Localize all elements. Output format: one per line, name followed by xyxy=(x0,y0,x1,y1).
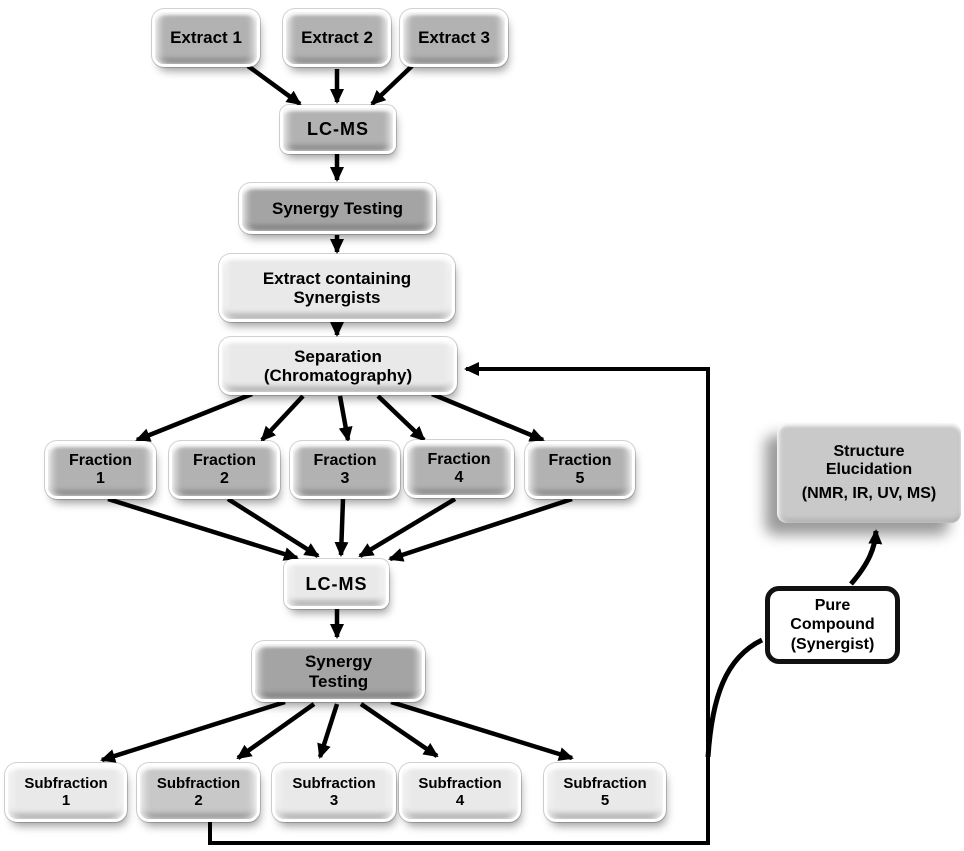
node-fraction-3: Fraction 3 xyxy=(293,444,397,496)
node-subfraction-4-name: Subfraction xyxy=(418,774,502,792)
node-pure-compound: Pure Compound (Synergist) xyxy=(765,586,900,664)
node-extract-1: Extract 1 xyxy=(155,12,257,64)
arrow-synergy2-subfraction5 xyxy=(390,699,574,761)
branch-loop-pure-compound xyxy=(705,637,764,758)
node-extract-synergists-line2: Synergists xyxy=(293,288,381,307)
arrow-extract1-lcms xyxy=(246,64,302,106)
arrow-pure-compound-structure xyxy=(849,529,883,586)
node-extract-1-label: Extract 1 xyxy=(170,28,242,48)
node-fraction-3-number: 3 xyxy=(340,470,350,487)
node-pure-line3: (Synergist) xyxy=(790,635,875,653)
node-subfraction-1-number: 1 xyxy=(61,791,71,809)
node-subfraction-4-number: 4 xyxy=(455,791,465,809)
arrow-synergy2-subfraction2 xyxy=(236,702,316,760)
arrow-fraction1-lcms2 xyxy=(107,496,299,561)
node-structure-elucidation: Structure Elucidation (NMR, IR, UV, MS) xyxy=(777,423,961,523)
node-extract-synergists-line1: Extract containing xyxy=(262,268,412,288)
node-synergy-bottom-line1: Synergy xyxy=(304,652,373,672)
node-separation-line2: (Chromatography) xyxy=(263,366,413,385)
node-separation-line1: Separation xyxy=(294,346,382,366)
node-fraction-3-name: Fraction xyxy=(313,452,377,470)
node-subfraction-5: Subfraction 5 xyxy=(547,766,663,819)
node-fraction-4-name: Fraction xyxy=(427,451,491,469)
node-fraction-1-number: 1 xyxy=(96,470,105,487)
node-structure-line2: Elucidation xyxy=(825,460,913,478)
node-pure-line1: Pure xyxy=(814,596,851,614)
node-subfraction-2: Subfraction 2 xyxy=(140,766,257,819)
node-extract-2: Extract 2 xyxy=(286,12,388,64)
node-fraction-4-number: 4 xyxy=(454,469,464,486)
node-structure-line1: Structure xyxy=(833,442,905,460)
node-synergy-testing-top: Synergy Testing xyxy=(242,186,433,231)
node-subfraction-2-name: Subfraction xyxy=(156,774,241,792)
node-fraction-5: Fraction 5 xyxy=(528,444,632,496)
node-lcms-top-label: LC-MS xyxy=(307,119,369,140)
node-separation-chromatography: Separation (Chromatography) xyxy=(222,340,454,392)
node-synergy-bottom-line2: Testing xyxy=(308,671,369,691)
arrow-fraction4-lcms2 xyxy=(358,497,457,558)
node-fraction-5-name: Fraction xyxy=(548,452,612,470)
node-synergy-testing-top-label: Synergy Testing xyxy=(272,198,403,218)
node-fraction-1: Fraction 1 xyxy=(48,444,153,496)
node-lcms-bottom: LC-MS xyxy=(287,562,386,606)
arrow-separation-fraction2 xyxy=(260,394,305,442)
arrow-fraction3-lcms2 xyxy=(334,498,349,557)
node-extract-2-label: Extract 2 xyxy=(301,28,373,48)
node-subfraction-5-name: Subfraction xyxy=(563,774,647,792)
node-lcms-bottom-label: LC-MS xyxy=(305,573,368,594)
arrow-extract3-lcms xyxy=(370,64,414,106)
node-structure-line3: (NMR, IR, UV, MS) xyxy=(801,485,937,503)
node-synergy-testing-bottom: Synergy Testing xyxy=(255,644,422,699)
node-extract-containing-synergists: Extract containing Synergists xyxy=(222,257,452,319)
node-subfraction-5-number: 5 xyxy=(600,791,610,809)
feedback-loop-subfraction2-separation xyxy=(208,362,710,845)
node-subfraction-1-name: Subfraction xyxy=(24,774,108,792)
arrow-separation-fraction5 xyxy=(431,391,545,443)
arrow-separation-fraction4 xyxy=(376,394,426,442)
node-subfraction-2-number: 2 xyxy=(194,791,203,809)
arrow-synergy2-subfraction4 xyxy=(359,702,439,758)
node-subfraction-3-number: 3 xyxy=(329,791,339,809)
node-fraction-2-name: Fraction xyxy=(192,452,257,470)
node-fraction-4: Fraction 4 xyxy=(407,443,511,495)
node-subfraction-4: Subfraction 4 xyxy=(402,766,518,819)
node-fraction-5-number: 5 xyxy=(575,470,585,487)
arrow-separation-fraction3 xyxy=(337,395,353,442)
node-subfraction-3: Subfraction 3 xyxy=(275,766,393,819)
arrow-fraction5-lcms2 xyxy=(388,496,573,562)
node-extract-3: Extract 3 xyxy=(403,12,505,64)
node-fraction-1-name: Fraction xyxy=(68,452,133,470)
node-extract-3-label: Extract 3 xyxy=(418,28,490,48)
node-pure-line2: Compound xyxy=(790,616,875,634)
node-fraction-2-number: 2 xyxy=(220,470,229,487)
node-lcms-top: LC-MS xyxy=(283,108,393,151)
node-subfraction-1: Subfraction 1 xyxy=(8,766,124,819)
node-fraction-2: Fraction 2 xyxy=(172,444,277,496)
arrow-synergy2-subfraction1 xyxy=(100,699,286,763)
arrow-synergy2-subfraction3 xyxy=(317,703,340,759)
arrow-fraction2-lcms2 xyxy=(226,497,320,558)
arrow-separation-fraction1 xyxy=(135,391,253,443)
node-subfraction-3-name: Subfraction xyxy=(292,774,376,792)
